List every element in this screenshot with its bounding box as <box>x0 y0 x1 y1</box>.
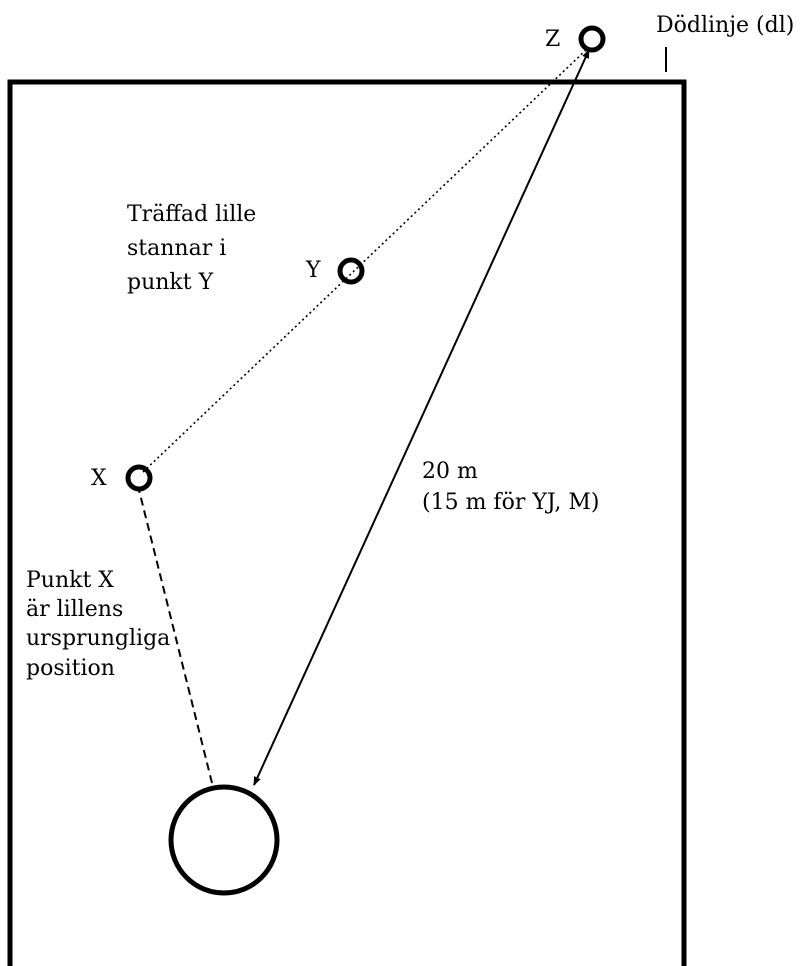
throwing-circle <box>168 784 280 896</box>
distance-label-line-1: 20 m <box>422 459 478 484</box>
point-x-marker <box>125 464 153 492</box>
note-y-line-1: Träffad lille <box>127 202 256 227</box>
note-y-line-3: punkt Y <box>127 270 214 295</box>
point-z-marker <box>578 25 606 53</box>
court-outline <box>7 79 687 966</box>
dotted-path-x-to-z <box>142 49 587 473</box>
dashed-path-origin <box>138 489 213 784</box>
distance-arrow <box>253 49 590 786</box>
note-y-line-2: stannar i <box>127 236 226 261</box>
note-x-line-1: Punkt X <box>26 568 114 593</box>
point-z-label: Z <box>545 27 560 52</box>
deadline-label: Dödlinje (dl) <box>656 13 794 38</box>
point-y-label: Y <box>305 258 321 283</box>
point-x-label: X <box>91 466 107 491</box>
distance-label-line-2: (15 m för YJ, M) <box>422 490 599 515</box>
point-y-marker <box>337 257 365 285</box>
note-x-line-4: position <box>26 656 115 681</box>
note-x-line-2: är lillens <box>26 597 123 622</box>
note-x-line-3: ursprungliga <box>26 626 170 651</box>
